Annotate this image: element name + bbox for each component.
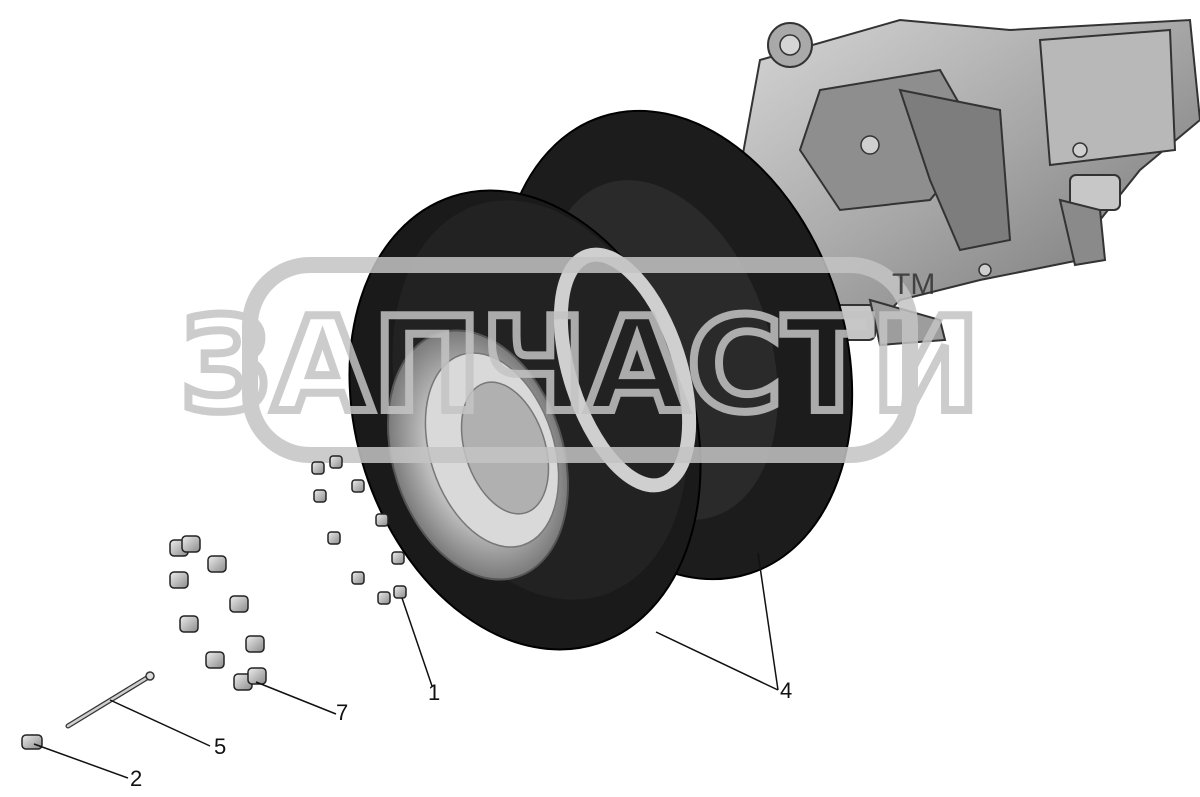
- wheel-nut: [313, 489, 327, 503]
- callout-7: 7: [336, 700, 348, 725]
- leader-lines: [33, 552, 779, 779]
- leader-line-5: [109, 699, 211, 747]
- leader-line-2: [33, 743, 129, 779]
- callout-2: 2: [130, 766, 142, 791]
- wheel-nut: [311, 461, 325, 475]
- wheel-nut: [327, 531, 341, 545]
- leader-line-4a: [655, 631, 779, 691]
- wheel-nuts-outer: [169, 535, 267, 691]
- wheel-nut: [391, 551, 405, 565]
- wheel-nut: [329, 455, 343, 469]
- wheel-nut: [351, 479, 365, 493]
- wheel-nut: [205, 651, 225, 669]
- trademark-mark: TM: [892, 268, 935, 301]
- wheel-nut: [245, 635, 265, 653]
- wheel-nut: [169, 571, 189, 589]
- wheel-nut: [375, 513, 389, 527]
- watermark-logo: ЗАПЧАСТИ TM: [176, 257, 984, 463]
- callout-labels: 1 2 4 5 7: [130, 678, 792, 791]
- wheel-nut: [377, 591, 391, 605]
- wheel-nuts-inner: [311, 455, 407, 605]
- wheel-nut: [393, 585, 407, 599]
- valve-cap: [21, 734, 43, 750]
- leader-line-7: [255, 681, 337, 715]
- valve-extension: [65, 671, 155, 729]
- rim-ring: [553, 247, 697, 493]
- wheel-nut: [229, 595, 249, 613]
- callout-1: 1: [428, 680, 440, 705]
- wheel-nut: [207, 555, 227, 573]
- watermark-text: ЗАПЧАСТИ: [180, 289, 980, 441]
- wheel-nut: [179, 615, 199, 633]
- wheel-nut: [247, 667, 267, 685]
- callout-4: 4: [780, 678, 792, 703]
- callout-5: 5: [214, 734, 226, 759]
- leader-line-4b: [757, 552, 779, 691]
- wheel-nut: [351, 571, 365, 585]
- leader-line-1: [401, 597, 433, 687]
- wheel-nut: [181, 535, 201, 553]
